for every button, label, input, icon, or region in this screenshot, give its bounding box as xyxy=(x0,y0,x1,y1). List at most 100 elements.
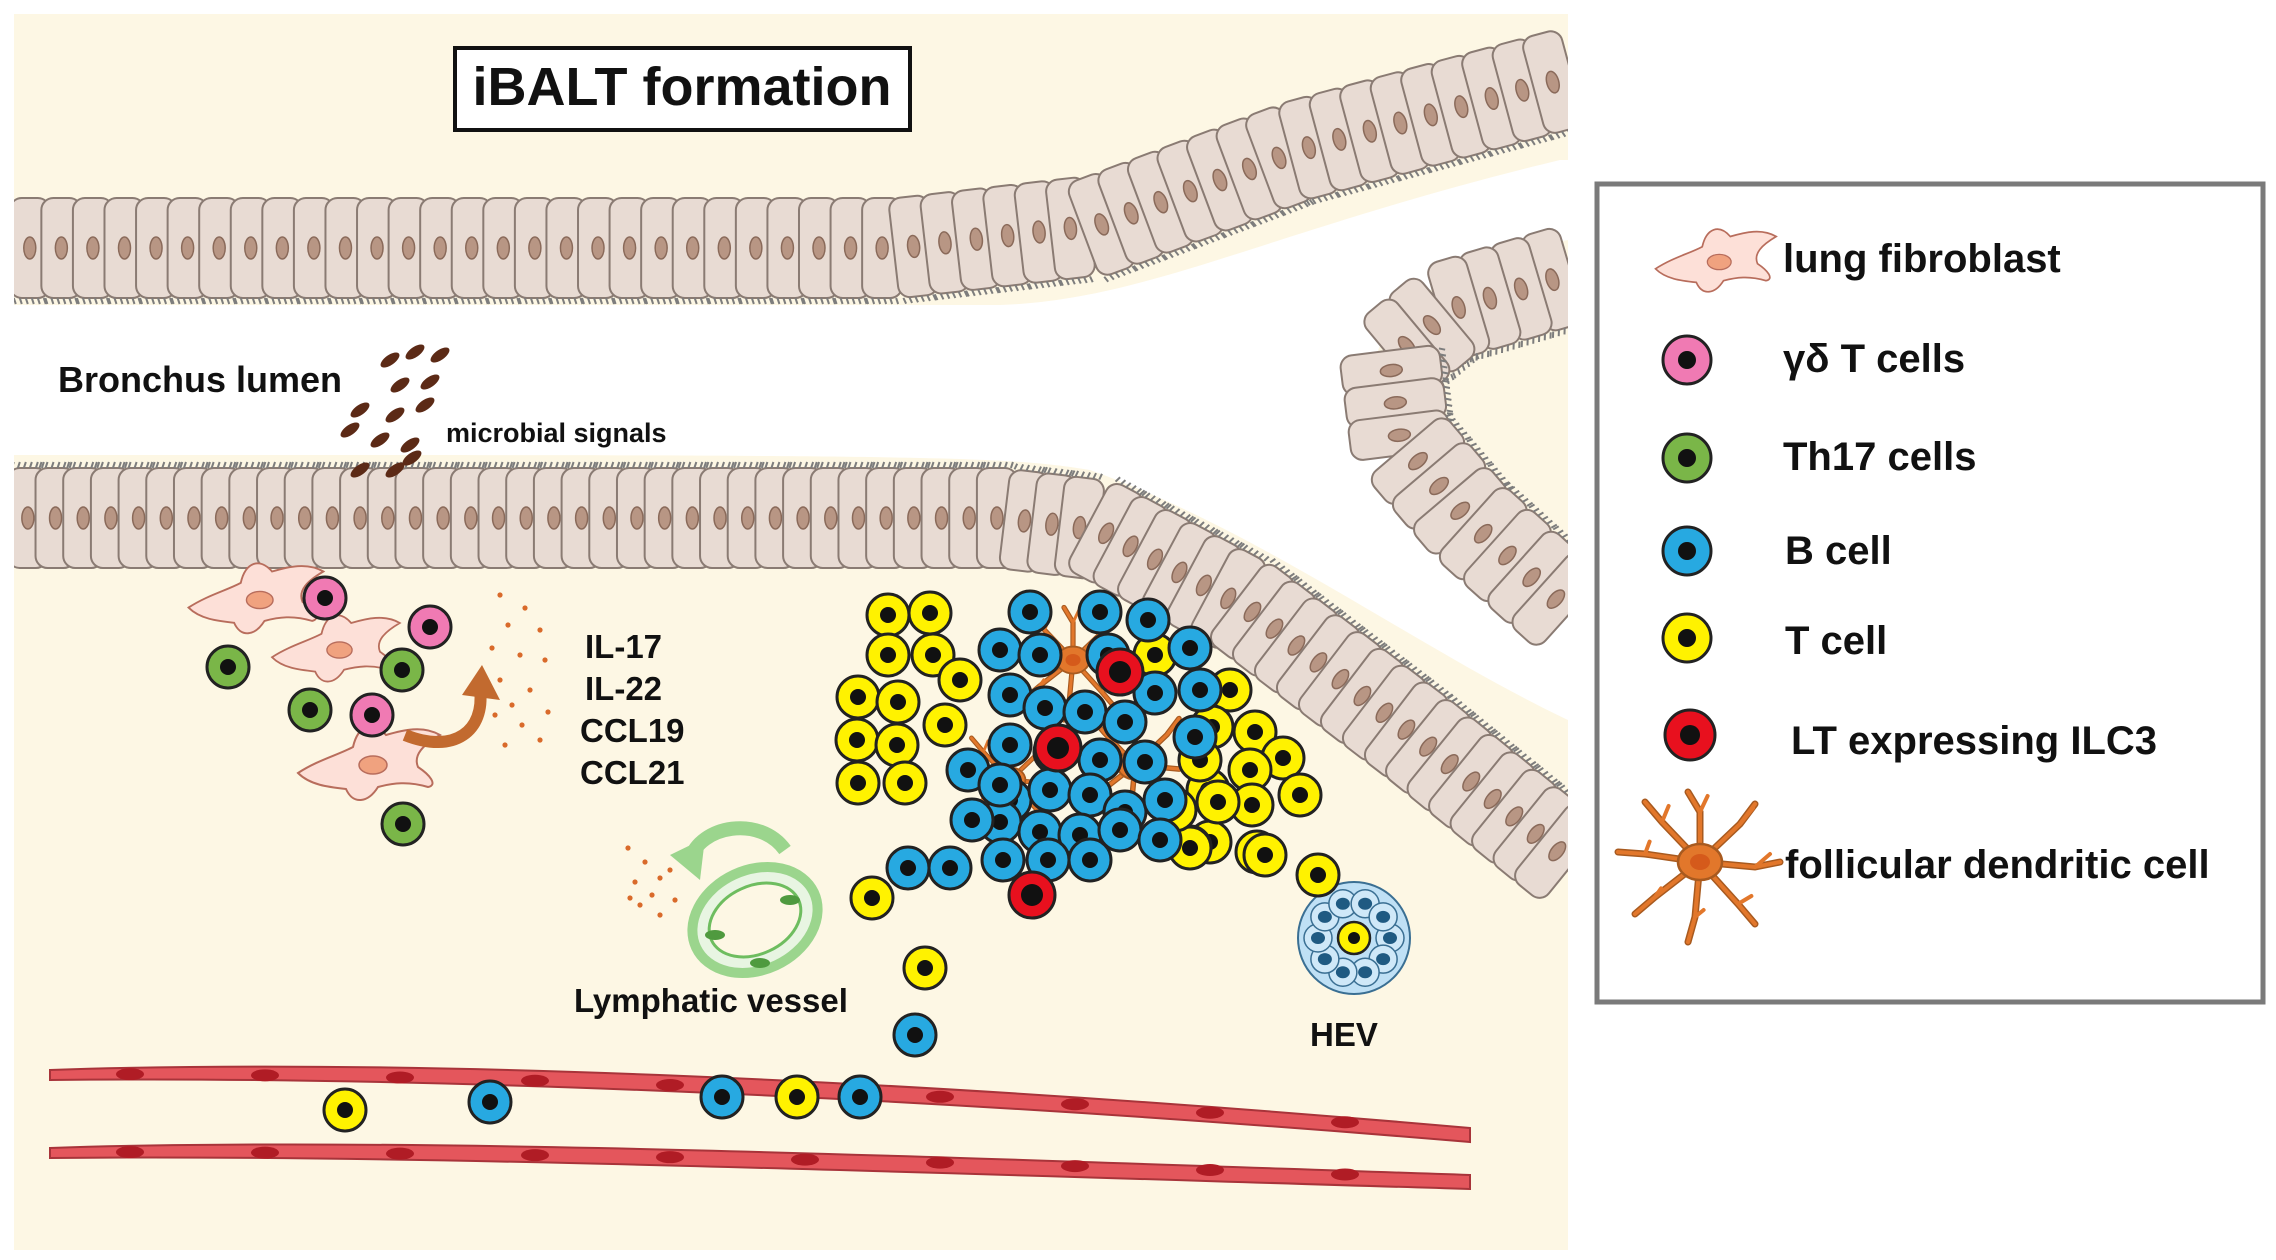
diagram-title: iBALT formation xyxy=(473,57,892,117)
b-cell xyxy=(927,845,973,891)
microbe xyxy=(350,462,370,478)
microbe xyxy=(340,422,360,438)
follicular-dendritic-cell-icon xyxy=(1614,788,1784,946)
b-cell-icon xyxy=(1661,525,1713,577)
b-cell xyxy=(1027,767,1073,813)
legend-label-1: γδ T cells xyxy=(1783,337,1965,381)
microbial-signals-label: microbial signals xyxy=(446,418,667,448)
t-cell xyxy=(865,592,911,638)
epithelial-cell xyxy=(356,197,399,305)
microbe xyxy=(390,377,410,393)
hev-nucleus xyxy=(1383,932,1397,944)
microbe xyxy=(385,407,405,423)
epithelial-cell xyxy=(1406,710,1498,812)
legend-item-fdc: follicular dendritic cell xyxy=(1614,788,2210,946)
b-cell xyxy=(1022,685,1068,731)
b-cell xyxy=(1137,817,1183,863)
legend-item-gamma-delta: γδ T cells xyxy=(1661,334,1965,386)
cytokine-dot xyxy=(492,712,498,718)
b-cell xyxy=(1167,625,1213,671)
epithelial-cell xyxy=(292,197,335,305)
microbe xyxy=(405,344,425,360)
endothelial-nucleus xyxy=(791,1153,819,1166)
b-cell xyxy=(977,627,1023,673)
endothelial-nucleus xyxy=(656,1079,684,1092)
endothelial-nucleus xyxy=(386,1071,414,1084)
b-cell xyxy=(949,797,995,843)
legend-item-ilc3: LT expressing ILC3 xyxy=(1663,708,2157,763)
legend-label-3: B cell xyxy=(1785,529,1892,573)
epithelial-cell xyxy=(1186,128,1256,239)
cytokine-label-1: IL-22 xyxy=(585,670,662,707)
gamma-delta-t-cell xyxy=(407,604,453,650)
epithelial-cell xyxy=(1068,476,1148,584)
secretion-arrow-head xyxy=(462,665,500,700)
t-cell xyxy=(849,875,895,921)
cytokine-dot xyxy=(625,845,631,851)
hev-nucleus xyxy=(1335,897,1350,910)
cytokine-dot xyxy=(657,912,663,918)
endothelial-nucleus xyxy=(656,1151,684,1164)
lymphocyte-group xyxy=(205,575,1341,1133)
t-cell xyxy=(1227,747,1273,793)
hev-nucleus xyxy=(1317,910,1332,923)
epithelial-cell xyxy=(1097,161,1167,272)
b-cell xyxy=(892,1012,938,1058)
fibroblast-cell xyxy=(1654,228,1778,293)
microbe xyxy=(420,374,440,390)
th17-cell xyxy=(205,644,251,690)
t-cell xyxy=(1232,709,1278,755)
lymphatic-vessel-label: Lymphatic vessel xyxy=(574,982,848,1019)
bronchus-lumen-area xyxy=(14,160,1568,720)
epithelial-cell xyxy=(1430,54,1493,165)
cytokine-label-2: CCL19 xyxy=(580,712,685,749)
epithelial-cell xyxy=(829,197,872,305)
cytokine-dot xyxy=(637,902,643,908)
epithelial-cell xyxy=(703,197,746,305)
cytokine-dot xyxy=(672,897,678,903)
b-cell xyxy=(1122,739,1168,785)
cytokine-dot xyxy=(657,875,663,881)
epithelial-cell xyxy=(766,197,809,305)
endothelial-nucleus xyxy=(521,1074,549,1087)
t-cell xyxy=(774,1074,820,1120)
fibroblast-cell xyxy=(186,562,326,635)
cytokine-dot xyxy=(632,879,638,885)
b-cell xyxy=(1077,589,1123,635)
endothelial-nucleus xyxy=(1061,1160,1089,1173)
epithelial-cell xyxy=(640,197,683,305)
ilc3-cell xyxy=(1095,647,1145,697)
endothelial-nucleus xyxy=(116,1068,144,1081)
endothelial-nucleus xyxy=(1061,1098,1089,1111)
blood-vessel xyxy=(49,1065,1471,1144)
cytokine-dot xyxy=(527,687,533,693)
microbe xyxy=(430,347,450,363)
epithelial-cell xyxy=(545,197,588,305)
epithelial-cell xyxy=(1461,46,1523,157)
b-cell xyxy=(1142,777,1188,823)
cell-nucleus xyxy=(1348,932,1360,944)
t-cell xyxy=(1195,779,1241,825)
b-cell xyxy=(1177,667,1223,713)
t-cell xyxy=(322,1087,368,1133)
cytokine-dot xyxy=(649,892,655,898)
fibroblast-cell xyxy=(270,614,402,683)
hev-structure xyxy=(1297,881,1411,995)
b-cell xyxy=(885,845,931,891)
b-cell xyxy=(699,1074,745,1120)
secretion-arrow xyxy=(402,689,487,749)
hev-nucleus xyxy=(1311,932,1325,944)
t-cell xyxy=(937,657,983,703)
cytokine-dot xyxy=(509,702,515,708)
endothelial-nucleus xyxy=(251,1146,279,1159)
microbe xyxy=(350,402,370,418)
epithelial-cell xyxy=(1363,675,1454,778)
epithelial-cell xyxy=(577,197,620,305)
gamma-delta-t-cell xyxy=(349,692,395,738)
hev-nucleus xyxy=(1335,966,1350,979)
cytokine-dot xyxy=(489,645,495,651)
epithelial-cell xyxy=(1117,502,1197,610)
b-cell xyxy=(980,837,1026,883)
hev-nucleus xyxy=(1358,897,1373,910)
